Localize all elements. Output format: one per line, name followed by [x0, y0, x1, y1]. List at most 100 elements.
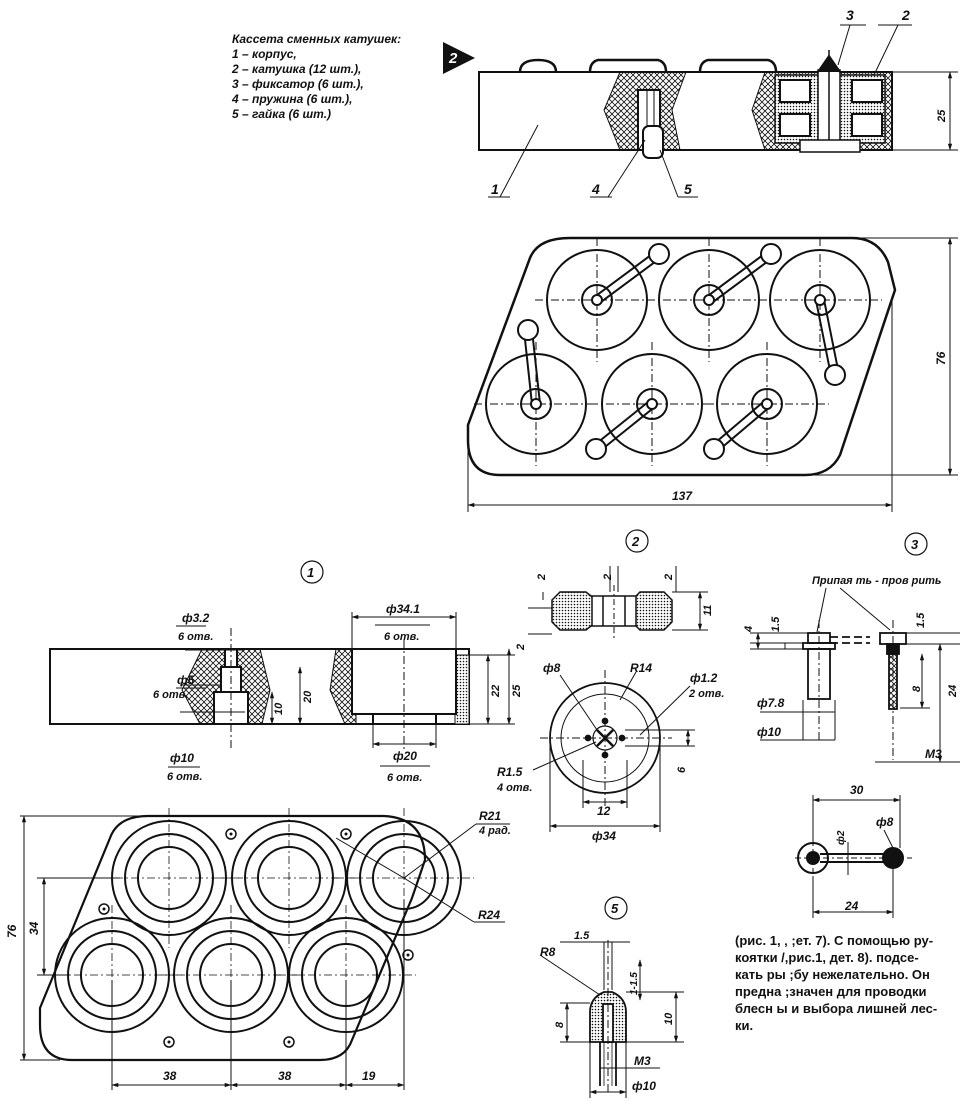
detail1-section	[49, 648, 470, 725]
d2-hub: ф8	[543, 661, 561, 675]
d2-t2: 2	[602, 574, 614, 581]
detail2-side	[551, 585, 673, 640]
plan-spools	[474, 238, 882, 466]
d3-d-head: ф7.8	[757, 696, 785, 710]
d3-span: 24	[844, 899, 859, 913]
caption-line: (рис. 1, ‚ ;ет. 7). С помощью ру-	[735, 933, 934, 948]
assembly-plan-view	[466, 236, 897, 477]
latch-hole	[283, 1036, 295, 1048]
caption-line: блесн ы и выбора лишней лес-	[735, 1001, 938, 1016]
d1-r24: R24	[478, 908, 500, 922]
d1-edge-x: 19	[362, 1069, 376, 1083]
d1-pocket-bottom-qty: 6 отв.	[387, 772, 422, 784]
detail5-dims	[539, 941, 684, 1098]
detail-marker-3: 3	[911, 537, 919, 552]
d5-h8: 8	[554, 1021, 566, 1028]
latch-arm	[703, 243, 782, 306]
dim-assembly-length: 137	[672, 489, 693, 503]
latch-hole	[98, 903, 110, 915]
detail3-plan-dims	[812, 795, 901, 918]
d2-t4: 2	[515, 644, 527, 651]
latch-arm	[585, 398, 658, 460]
d1-hole-small-qty: 6 отв.	[178, 631, 213, 643]
d1-dim-25: 25	[511, 684, 523, 698]
d1-dim-20: 20	[302, 690, 314, 704]
latch-hole	[163, 1036, 175, 1048]
d2-r-slot: R1.5	[497, 765, 523, 779]
d3-h4: 4	[743, 626, 755, 633]
d5-thread: M3	[634, 1054, 651, 1068]
d3-h1-5b: 1.5	[915, 612, 927, 628]
spool	[535, 238, 659, 362]
d1-dim-10: 10	[273, 702, 285, 715]
svg-text:2: 2	[448, 50, 458, 67]
callout-5: 5	[684, 181, 692, 197]
legend-item: 3 – фиксатор (6 шт.),	[232, 77, 364, 91]
d1-pocket-bottom: ф20	[393, 749, 417, 763]
legend: Кассета сменных катушек: 1 – корпус, 2 –…	[232, 32, 401, 122]
caption-line: ки.	[735, 1018, 754, 1033]
d1-pitch-y: 34	[27, 921, 41, 935]
detail-marker-1: 1	[307, 565, 314, 580]
caption-text: (рис. 1, ‚ ;ет. 7). С помощью ру- коятки…	[735, 932, 971, 1034]
dim-assembly-height: 25	[936, 109, 948, 123]
detail2-plan	[540, 670, 672, 806]
detail-marker-2: 2	[631, 534, 640, 549]
latch-hole	[340, 828, 352, 840]
d3-h24: 24	[947, 685, 959, 698]
assembly-callouts	[488, 24, 958, 198]
d2-outer: ф34	[592, 829, 616, 843]
dim-assembly-depth: 76	[934, 351, 948, 365]
detail3-plan	[795, 840, 912, 876]
legend-item: 2 – катушка (12 шт.),	[232, 62, 362, 76]
d3-d-stem: ф10	[757, 725, 781, 739]
legend-item: 4 – пружина (6 шт.),	[232, 92, 353, 106]
d1-plan-h: 76	[5, 924, 19, 938]
legend-item: 1 – корпус,	[232, 47, 297, 61]
d5-r: R8	[540, 945, 556, 959]
d1-pocket-qty: 6 отв.	[384, 631, 419, 643]
detail1-plan	[38, 814, 427, 1062]
d2-hole-qty: 2 отв.	[688, 688, 724, 700]
spool	[758, 238, 882, 362]
callout-4: 4	[591, 181, 600, 197]
d2-r-outer: R14	[630, 661, 652, 675]
detail-marker-5: 5	[611, 901, 619, 916]
d3-gap: ф2	[835, 830, 847, 845]
latch-hole	[402, 949, 414, 961]
d3-note: Припая ть - пров рить	[812, 575, 941, 587]
d3-d-eye: ф8	[876, 815, 894, 829]
detail-markers	[300, 529, 928, 920]
figure-marker: 2	[443, 42, 475, 74]
d1-pitch-x1: 38	[163, 1069, 177, 1083]
d2-slot-h: 6	[676, 766, 688, 773]
detail2-plan-dims	[532, 671, 695, 832]
d5-bevel: 1-1.5	[629, 972, 640, 995]
latch-hole	[225, 828, 237, 840]
d5-h10: 10	[663, 1012, 675, 1025]
callout-3: 3	[846, 7, 854, 23]
d1-hole-small: ф3.2	[182, 611, 210, 625]
callout-2: 2	[901, 7, 910, 23]
latch-arm	[591, 243, 670, 306]
latch-arm	[517, 319, 542, 410]
d5-top: 1.5	[574, 930, 590, 942]
d2-h: 11	[702, 605, 714, 616]
caption-line: кать ры ;бу нежелательно. Он	[735, 967, 930, 982]
detail1-section-dims	[168, 612, 515, 768]
d5-d: ф10	[632, 1079, 656, 1093]
callout-1: 1	[491, 181, 499, 197]
plan-dims	[467, 237, 958, 512]
d1-hole-large-qty: 6 отв.	[167, 771, 202, 783]
latch-arm	[703, 398, 773, 460]
d1-dim-22: 22	[490, 685, 502, 698]
detail3-front-dims	[750, 632, 960, 763]
d3-len: 30	[850, 783, 864, 797]
d2-t3: 2	[663, 574, 675, 581]
d2-r-slot-qty: 4 отв.	[496, 782, 532, 794]
d2-hole: ф1.2	[690, 671, 718, 685]
d1-pocket: ф34.1	[386, 602, 420, 616]
d3-h1-5a: 1.5	[770, 616, 782, 632]
assembly-section-view	[478, 50, 893, 159]
